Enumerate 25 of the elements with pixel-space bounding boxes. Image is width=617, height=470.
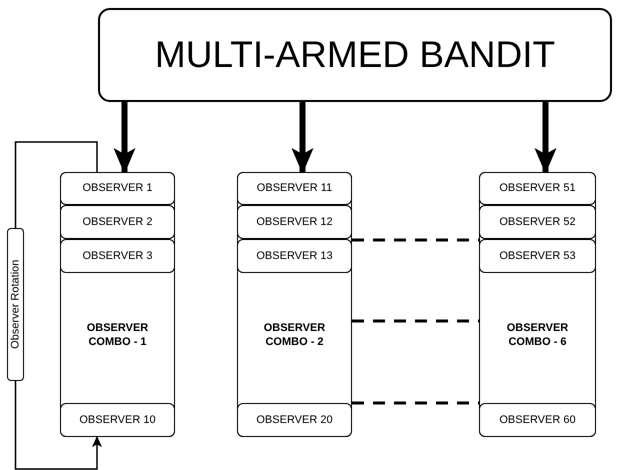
label-box: Observer Rotation [7,228,24,381]
arrow [114,102,136,174]
arrow [292,102,314,174]
arrow [534,102,556,174]
arrow [14,381,102,470]
observer-box: OBSERVER 2 [60,205,175,239]
combo-panel: OBSERVER 1 OBSERVER 2 OBSERVER 3 OBSERVER COMBO - 1 OBSERVER 10 [60,172,175,437]
observer-box: OBSERVER 13 [237,239,352,273]
title-box: MULTI-ARMED BANDIT [98,8,612,102]
observer-box: OBSERVER 60 [479,403,596,437]
observer-box: OBSERVER 51 [479,172,596,205]
dashed-line [352,320,479,322]
observer-box: OBSERVER 20 [237,403,352,437]
dashed-line [352,402,479,404]
observer-box: OBSERVER 1 [60,172,175,205]
combo-panel: OBSERVER 11 OBSERVER 12 OBSERVER 13 OBSERVER COMBO - 2 OBSERVER 20 [237,172,352,437]
combo-panel: OBSERVER 51 OBSERVER 52 OBSERVER 53 OBSERVER COMBO - 6 OBSERVER 60 [479,172,596,437]
observer-box: OBSERVER 3 [60,239,175,273]
observer-box: OBSERVER 52 [479,205,596,239]
observer-box: OBSERVER 11 [237,172,352,205]
dashed-line [352,238,479,242]
observer-box: OBSERVER 53 [479,239,596,273]
observer-box: OBSERVER 12 [237,205,352,239]
connector-line [14,141,98,228]
observer-box: OBSERVER 10 [60,403,175,437]
